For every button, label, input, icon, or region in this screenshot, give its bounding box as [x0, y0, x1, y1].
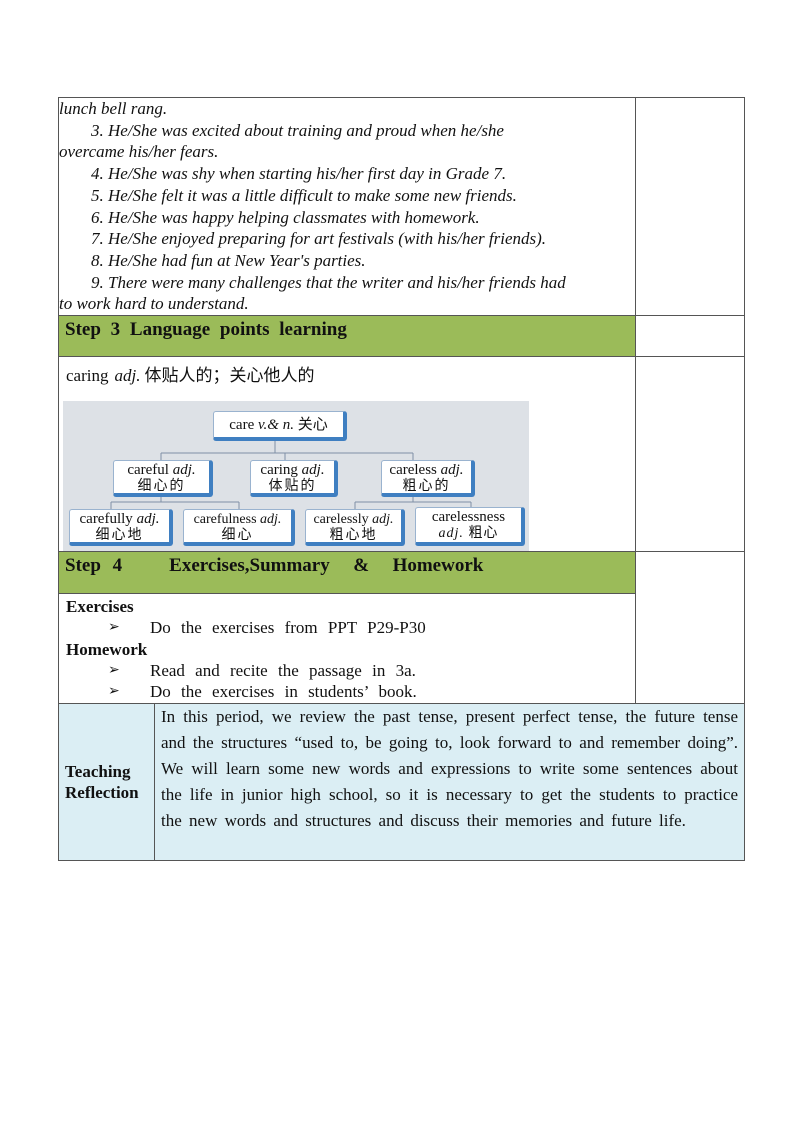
homework-item-text: Read and recite the passage in 3a.	[150, 660, 416, 680]
node-pos: adj.	[172, 462, 196, 479]
word-family-diagram: care v.& n. 关心 careful adj. 细心的 caring a…	[63, 401, 529, 552]
caring-meaning: 体贴人的；关心他人的	[144, 366, 315, 386]
list-line: 8. He/She had fun at New Year's parties.	[91, 250, 366, 270]
reflection-label-line: Reflection	[65, 782, 139, 802]
step4-content-cell: Exercises ➢ Do the exercises from PPT P29…	[57, 593, 637, 704]
exercises-label: Exercises	[66, 597, 134, 617]
step4-header-cell: Step 4 Exercises,Summary & Homework	[57, 551, 637, 595]
node-pos: adj.	[260, 512, 282, 528]
node-carefully: carefully adj. 细心地	[69, 509, 173, 547]
continued-list-cell: lunch bell rang. 3. He/She was excited a…	[57, 96, 637, 317]
node-zh: 关心	[297, 417, 328, 434]
node-en: care	[229, 417, 255, 434]
node-carefulness: carefulness adj. 细心	[183, 509, 295, 547]
node-zh: 粗心	[468, 526, 499, 542]
node-pos: adj.	[438, 526, 464, 542]
continued-list-row: lunch bell rang. 3. He/She was excited a…	[57, 96, 746, 317]
side-cell	[635, 96, 746, 317]
list-line: 7. He/She enjoyed preparing for art fest…	[91, 229, 547, 249]
side-cell	[635, 356, 746, 553]
list-line: overcame his/her fears.	[59, 142, 219, 162]
lesson-plan-table: lunch bell rang. 3. He/She was excited a…	[57, 96, 746, 861]
node-careful: careful adj. 细心的	[113, 460, 213, 498]
homework-item: ➢ Do the exercises in students’ book.	[66, 681, 628, 703]
step3-header-row: Step 3 Language points learning	[57, 315, 746, 358]
node-pos: adj.	[301, 462, 325, 479]
node-pos: v.& n.	[257, 417, 294, 434]
node-en: carefully	[79, 511, 133, 528]
step3-title: Step 3 Language points learning	[65, 319, 347, 341]
node-en: caring	[260, 462, 298, 479]
node-care: care v.& n. 关心	[213, 411, 347, 442]
homework-label: Homework	[66, 639, 148, 659]
node-zh: 粗心的	[402, 479, 451, 495]
node-zh: 体贴的	[268, 479, 317, 495]
homework-item: ➢ Read and recite the passage in 3a.	[66, 660, 628, 682]
caring-word: caring	[66, 366, 109, 386]
node-en: carefulness	[193, 512, 257, 528]
node-carelessness: carelessness adj. 粗心	[415, 507, 525, 547]
list-line: 9. There were many challenges that the w…	[91, 272, 566, 292]
caring-pos: adj.	[114, 366, 141, 386]
side-cell	[635, 315, 746, 358]
node-caring: caring adj. 体贴的	[250, 460, 338, 498]
node-en: careless	[389, 462, 437, 479]
step3-header-cell: Step 3 Language points learning	[57, 315, 637, 358]
list-line: to work hard to understand.	[59, 294, 249, 314]
node-zh: 粗心地	[329, 528, 378, 544]
homework-item-text: Do the exercises in students’ book.	[150, 682, 417, 702]
node-pos: adj.	[440, 462, 464, 479]
exercise-item-text: Do the exercises from PPT P29-P30	[150, 618, 426, 638]
node-carelessly: carelessly adj. 粗心地	[305, 509, 405, 547]
exercise-item: ➢ Do the exercises from PPT P29-P30	[66, 617, 628, 639]
list-line: 3. He/She was excited about training and…	[91, 120, 504, 140]
node-zh: 细心地	[95, 528, 144, 544]
node-pos: adj.	[136, 511, 160, 528]
arrow-bullet-icon: ➢	[108, 683, 120, 700]
reflection-label-line: Teaching	[65, 761, 131, 781]
list-line: lunch bell rang.	[59, 99, 168, 118]
node-zh: 细心的	[137, 479, 186, 495]
arrow-bullet-icon: ➢	[108, 619, 120, 636]
step4-title: Step 4 Exercises,Summary & Homework	[65, 555, 484, 577]
reflection-label: Teaching Reflection	[58, 702, 155, 861]
side-cell	[635, 551, 746, 704]
node-en: carelessness	[431, 509, 506, 526]
node-pos: adj.	[372, 512, 394, 528]
node-en: careful	[127, 462, 169, 479]
reflection-text: In this period, we review the past tense…	[153, 702, 746, 861]
step4-header-row: Step 4 Exercises,Summary & Homework	[57, 551, 746, 704]
list-line: 4. He/She was shy when starting his/her …	[91, 164, 507, 184]
list-line: 5. He/She felt it was a little difficult…	[91, 185, 517, 205]
node-zh: 细心	[221, 528, 254, 544]
node-careless: careless adj. 粗心的	[381, 460, 475, 498]
list-line: 6. He/She was happy helping classmates w…	[91, 207, 480, 227]
reflection-row: Teaching Reflection In this period, we r…	[58, 702, 746, 861]
arrow-bullet-icon: ➢	[108, 661, 120, 678]
diagram-connectors	[110, 441, 472, 510]
node-en: carelessly	[313, 512, 369, 528]
